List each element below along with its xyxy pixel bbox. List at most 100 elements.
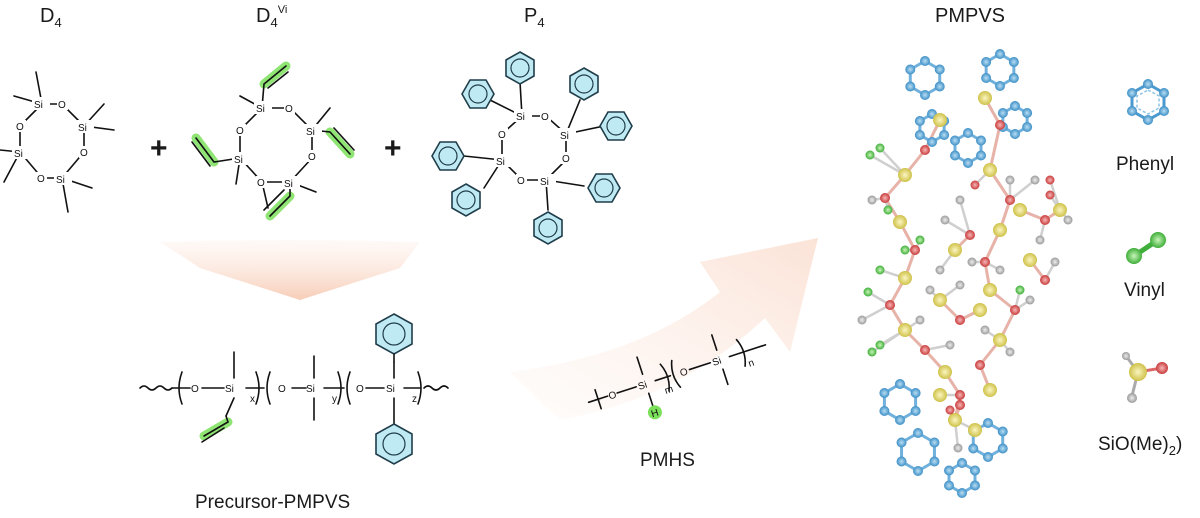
phenyl-atom [914,130,925,140]
methyl-atom [955,280,965,290]
vinyl-atom [875,143,885,153]
silicon-atom [973,303,987,317]
methyl-atom [1050,257,1060,267]
methyl-atom [940,215,950,225]
phenyl-atom [969,480,980,491]
phenyl-atom [983,452,993,462]
plus-sign: + [150,132,168,165]
silicon-atom: Si [14,149,23,160]
phenyl-atom [975,150,986,161]
phenyl-atom [896,456,907,467]
silicon-atom [978,91,992,105]
vinyl-atom [883,205,893,215]
oxygen-atom [1005,195,1015,205]
d4vi-molecule: Si O Si O Si O Si O [191,61,355,221]
silicon-atom [933,113,947,127]
oxygen-atom [945,405,955,415]
silicon-atom: Si [284,179,293,190]
methyl-atom [925,285,935,295]
oxygen-atom: O [278,384,286,395]
phenyl-atom [957,458,967,468]
phenyl-atom [1022,122,1033,132]
silicon-atom: Si [306,127,315,138]
methyl-atom [980,325,990,335]
phenyl-atom [895,415,905,425]
hydrogen-atom: H [650,408,660,421]
silicon-atom: Si [256,104,265,115]
silicon-atom: Si [637,380,649,393]
oxygen-atom: O [517,176,525,187]
silicon-atom: Si [234,155,243,166]
oxygen-atom [920,145,930,155]
oxygen-atom [910,245,920,255]
silicon-atom: Si [386,384,395,395]
chemical-bond [988,124,1002,171]
vinyl-atom [867,347,877,357]
legend-sio-me2-icon [1122,352,1168,403]
oxygen-atom [1010,305,1020,315]
precursor-chain: O Si x O Si y O Si z [139,313,449,465]
oxygen-atom [955,315,965,325]
oxygen-atom: O [308,152,316,163]
phenyl-atom [963,158,973,168]
methyl-atom [857,315,867,325]
chemical-bond [958,199,972,236]
subscript-x: x [250,394,255,405]
silicon-atom [1023,253,1037,267]
silicon-atom [1013,203,1027,217]
oxygen-atom: O [541,112,549,123]
silicon-atom [933,293,947,307]
oxygen-atom [965,230,975,240]
oxygen-atom: O [257,178,265,189]
phenyl-atom [975,135,986,146]
oxygen-atom: O [498,130,506,141]
phenyl-atom [969,465,980,476]
silicon-atom [893,215,907,229]
silicon-atom [993,333,1007,347]
phenyl-atom [957,488,967,498]
silicon-atom [898,271,912,285]
phenyl-ring [569,67,599,101]
oxygen-atom: O [236,126,244,137]
phenyl-atom [1008,57,1019,67]
oxygen-atom: O [191,384,199,395]
p4-label: P4 [524,5,545,30]
vinyl-atom [875,265,885,275]
d4vi-label: D4Vi [256,4,287,30]
phenyl-atom [927,137,937,147]
silicon-atom [983,163,997,177]
silicon-atom: Si [78,123,87,134]
phenyl-ring [431,141,465,171]
phenyl-ring [505,51,535,85]
subscript-n: n [747,358,756,370]
p4-molecule: Si O Si O Si O Si O [431,51,633,245]
vinyl-atom [1015,285,1025,295]
phenyl-atom [934,64,945,75]
oxygen-atom [955,400,965,410]
methyl-atom [867,195,877,205]
phenyl-atom [905,81,916,92]
methyl-atom [1005,347,1015,357]
silicon-atom: Si [34,100,43,111]
silicon-atom [933,388,947,402]
phenyl-atom [929,456,940,467]
phenyl-atom [913,428,923,438]
oxygen-atom [995,120,1005,130]
methyl-atom [1063,215,1073,225]
methyl-atom [915,315,925,325]
phenyl-atom [939,130,950,140]
methyl-atom [945,340,955,350]
phenyl-atom [968,443,979,454]
oxygen-atom [920,345,930,355]
methyl-atom [995,265,1005,275]
legend-phenyl-label: Phenyl [1116,154,1174,175]
phenyl-atom [914,116,925,126]
oxygen-atom [1040,215,1050,225]
phenyl-atom [997,108,1008,118]
phenyl-atom [963,128,973,138]
phenyl-atom [879,388,890,398]
oxygen-atom: O [607,390,618,403]
oxygen-atom [980,257,990,267]
legend: Phenyl Vinyl SiO(Me)2) [1098,79,1182,458]
